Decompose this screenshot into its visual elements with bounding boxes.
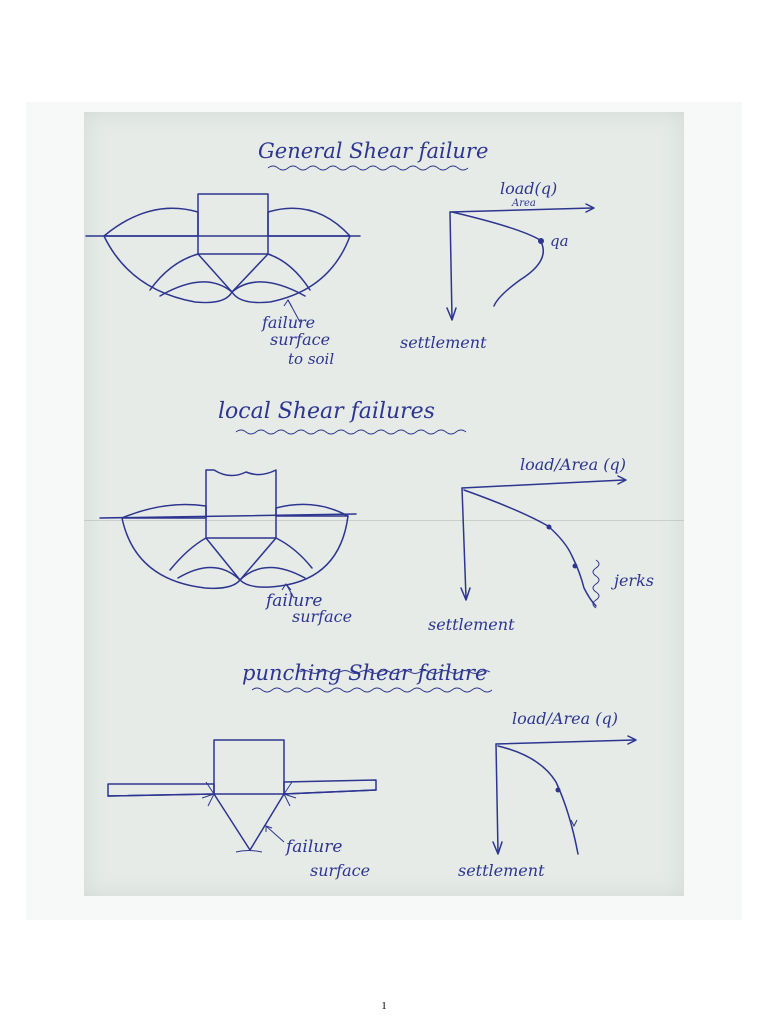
footing-label-line1: failure bbox=[261, 313, 315, 332]
load-settlement-graph bbox=[446, 203, 595, 321]
section-general-shear: General Shear failure failure surface to… bbox=[85, 139, 595, 368]
section-title: punching Shear failure bbox=[242, 661, 487, 685]
axis-x-sublabel: Area bbox=[511, 198, 536, 209]
title-underline-2 bbox=[299, 670, 491, 674]
axis-x-label: load(q) bbox=[500, 179, 557, 198]
title-underline bbox=[267, 165, 469, 171]
footing-label-line3: to soil bbox=[288, 350, 334, 368]
footing-label-line1: failure bbox=[264, 591, 322, 611]
load-settlement-graph bbox=[492, 735, 637, 855]
paper-fold-line bbox=[84, 520, 684, 521]
footing-diagram bbox=[107, 739, 377, 853]
axis-x-label: load/Area (q) bbox=[512, 709, 618, 728]
footing-diagram bbox=[85, 193, 361, 323]
footing-label-line2: surface bbox=[270, 330, 330, 349]
section-local-shear: local Shear failures failure surface bbox=[99, 399, 654, 634]
footing-label-line2: surface bbox=[310, 861, 370, 880]
section-punching-shear: punching Shear failure failure surface bbox=[107, 661, 637, 880]
axis-x-label: load/Area (q) bbox=[520, 455, 626, 474]
page-number: 1 bbox=[381, 1000, 387, 1012]
point-label: qa bbox=[550, 232, 569, 250]
footing-label-line1: failure bbox=[284, 837, 342, 857]
footing-diagram bbox=[99, 469, 357, 599]
title-underline bbox=[251, 687, 493, 693]
section-title: local Shear failures bbox=[218, 399, 435, 424]
side-label: jerks bbox=[611, 571, 654, 590]
axis-y-label: settlement bbox=[400, 333, 487, 352]
axis-y-label: settlement bbox=[458, 861, 545, 880]
footing-label-line2: surface bbox=[292, 607, 352, 626]
section-title: General Shear failure bbox=[258, 139, 488, 163]
axis-y-label: settlement bbox=[428, 615, 515, 634]
load-settlement-graph bbox=[460, 475, 627, 609]
title-underline bbox=[235, 429, 467, 435]
